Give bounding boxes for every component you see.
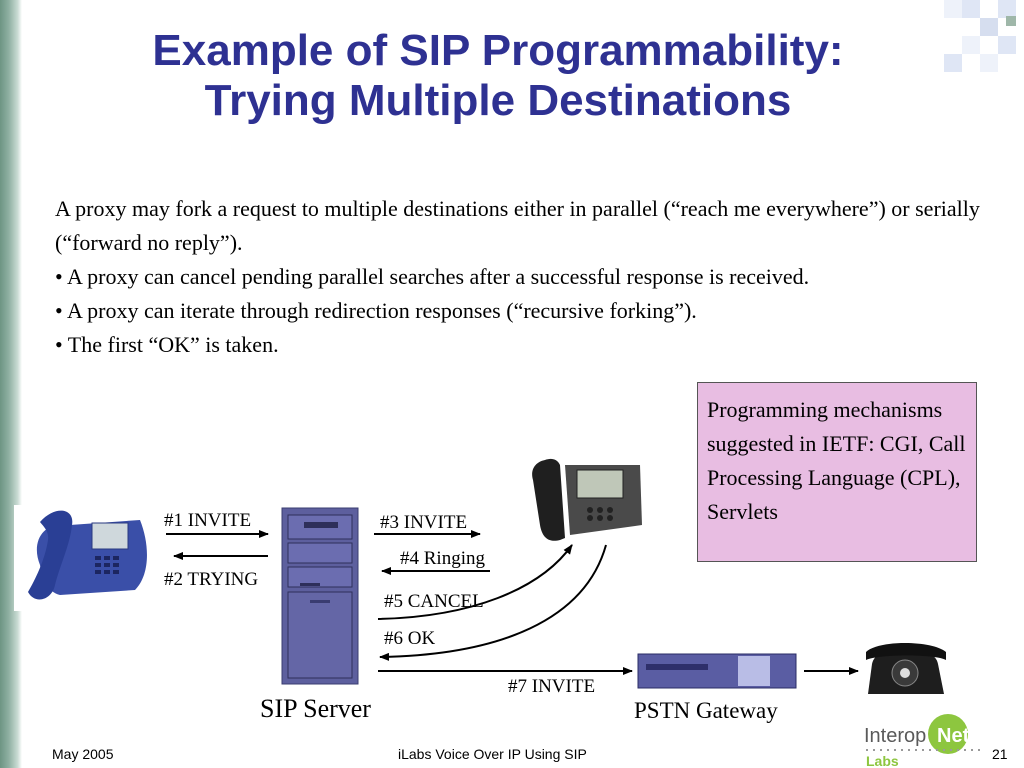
svg-text:Interop: Interop: [864, 725, 926, 747]
message-label-m3: #3 INVITE: [380, 512, 468, 533]
message-label-m4: #4 Ringing: [400, 548, 485, 569]
footer-date: May 2005: [52, 746, 114, 762]
sip-server-caption: SIP Server: [260, 694, 371, 723]
pstn-gateway-caption: PSTN Gateway: [634, 698, 778, 723]
message-label-m5: #5 CANCEL: [384, 591, 484, 612]
body-paragraph: A proxy may fork a request to multiple d…: [55, 196, 980, 255]
slide-body: A proxy may fork a request to multiple d…: [55, 192, 985, 362]
message-label-m7: #7 INVITE: [508, 676, 596, 697]
programming-mechanisms-callout: Programming mechanisms suggested in IETF…: [697, 382, 977, 562]
slide-title: Example of SIP Programmability: Trying M…: [28, 26, 968, 126]
gateway-icon: [637, 653, 797, 689]
interopnet-labs-logo: Interop Net Labs: [864, 714, 980, 768]
body-bullet: • A proxy can cancel pending parallel se…: [55, 264, 810, 289]
title-line-2: Trying Multiple Destinations: [204, 76, 792, 125]
footer-title: iLabs Voice Over IP Using SIP: [398, 746, 587, 762]
server-tower-icon: [281, 507, 359, 685]
callout-text: Programming mechanisms suggested in IETF…: [707, 397, 966, 524]
body-bullet: • The first “OK” is taken.: [55, 332, 279, 357]
desk-phone-icon: [532, 458, 642, 541]
rotary-phone-icon: [866, 643, 946, 694]
slide-number: 21: [992, 746, 1008, 762]
arrow-m5: [377, 544, 573, 620]
message-label-m1: #1 INVITE: [164, 510, 252, 531]
title-line-1: Example of SIP Programmability:: [152, 26, 844, 75]
svg-text:Net: Net: [937, 725, 970, 747]
svg-text:Labs: Labs: [866, 753, 899, 768]
arrow-m6: [379, 544, 607, 661]
message-label-m6: #6 OK: [384, 628, 436, 649]
ip-phone-icon: [14, 505, 154, 611]
corner-squares-decoration: [944, 0, 1016, 72]
message-label-m2: #2 TRYING: [164, 569, 259, 590]
body-bullet: • A proxy can iterate through redirectio…: [55, 298, 697, 323]
